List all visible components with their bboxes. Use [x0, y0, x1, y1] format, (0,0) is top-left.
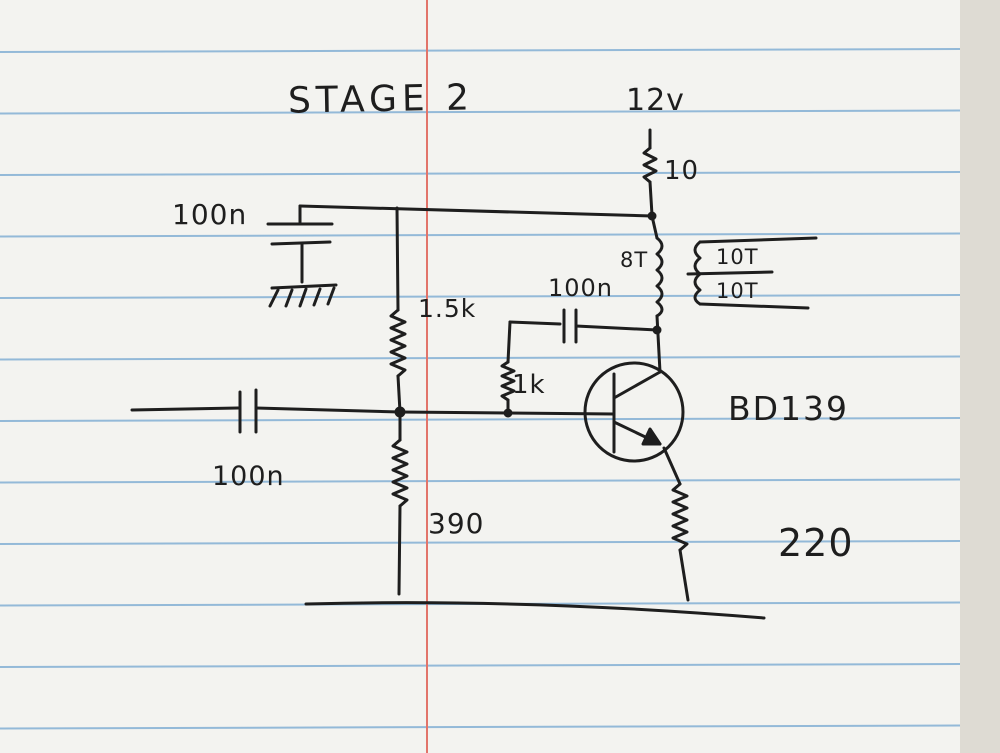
transistor-label: BD139	[728, 389, 850, 428]
ground-hatch	[284, 288, 294, 308]
emitter-resistor-label: 220	[778, 521, 854, 565]
bias-resistor-top	[389, 308, 407, 378]
transistor-emitter-arrow	[641, 427, 662, 446]
ruled-line	[0, 232, 961, 238]
emitter-resistor	[671, 482, 689, 552]
ruled-line	[0, 724, 961, 730]
supply-resistor	[642, 146, 658, 184]
input-wire	[130, 406, 240, 412]
collector-wire	[655, 314, 662, 374]
feedback-wire-up	[506, 320, 512, 364]
feedback-resistor-label: 1k	[512, 370, 546, 400]
ground-hatch	[298, 287, 308, 308]
bias-resistor-bottom	[391, 438, 409, 508]
transistor-collector	[612, 370, 662, 400]
ruled-line	[0, 417, 961, 422]
supply-resistor-label: 10	[664, 156, 700, 186]
feedback-cap-lead	[574, 324, 659, 332]
emitter-wire	[662, 446, 682, 486]
feedback-resistor	[500, 360, 516, 402]
ruled-line	[0, 48, 961, 53]
top-rail-down-wire	[650, 214, 659, 240]
transformer-secondary-2-label: 10T	[716, 279, 759, 303]
ruled-line	[0, 171, 961, 176]
transformer-secondary-lead-bottom	[698, 302, 810, 310]
transformer-secondary-1-label: 10T	[716, 245, 759, 269]
ruled-line	[0, 540, 961, 545]
schematic-title: STAGE 2	[287, 77, 475, 122]
supply-resistor-lead	[648, 180, 654, 217]
transformer-secondary-tap	[686, 270, 774, 276]
top-rail-wire	[298, 204, 654, 218]
ground-rail	[304, 601, 766, 620]
decoupling-cap-label: 100n	[172, 198, 248, 231]
bias-wire-top	[395, 206, 400, 312]
transformer-primary-label: 8T	[620, 248, 649, 272]
ground-hatch	[326, 286, 336, 306]
transistor-outline	[583, 361, 685, 463]
ruled-line	[0, 355, 961, 361]
bias-resistor-top-label: 1.5k	[418, 294, 477, 323]
ground-hatch	[268, 288, 280, 308]
feedback-cap-label: 100n	[548, 274, 614, 302]
ruled-line	[0, 294, 961, 299]
bias-wire-mid	[396, 374, 402, 414]
transformer-primary-coil	[655, 236, 664, 318]
paper-sheet	[0, 0, 960, 753]
ruled-line	[0, 478, 961, 484]
ruled-line	[0, 109, 961, 115]
bias-resistor-bottom-label: 390	[428, 507, 485, 540]
transformer-secondary-lead-top	[698, 236, 818, 244]
ground-hatch	[312, 287, 322, 307]
bias-wire-ground	[397, 504, 402, 596]
supply-voltage-label: 12v	[626, 83, 685, 118]
ground-symbol	[270, 283, 338, 290]
ruled-line	[0, 663, 961, 668]
paper-stack-edge	[960, 0, 1000, 753]
input-cap-lead	[254, 406, 402, 414]
input-cap-label: 100n	[212, 461, 285, 492]
feedback-wire-across	[508, 320, 562, 326]
emitter-wire-ground	[678, 548, 690, 602]
